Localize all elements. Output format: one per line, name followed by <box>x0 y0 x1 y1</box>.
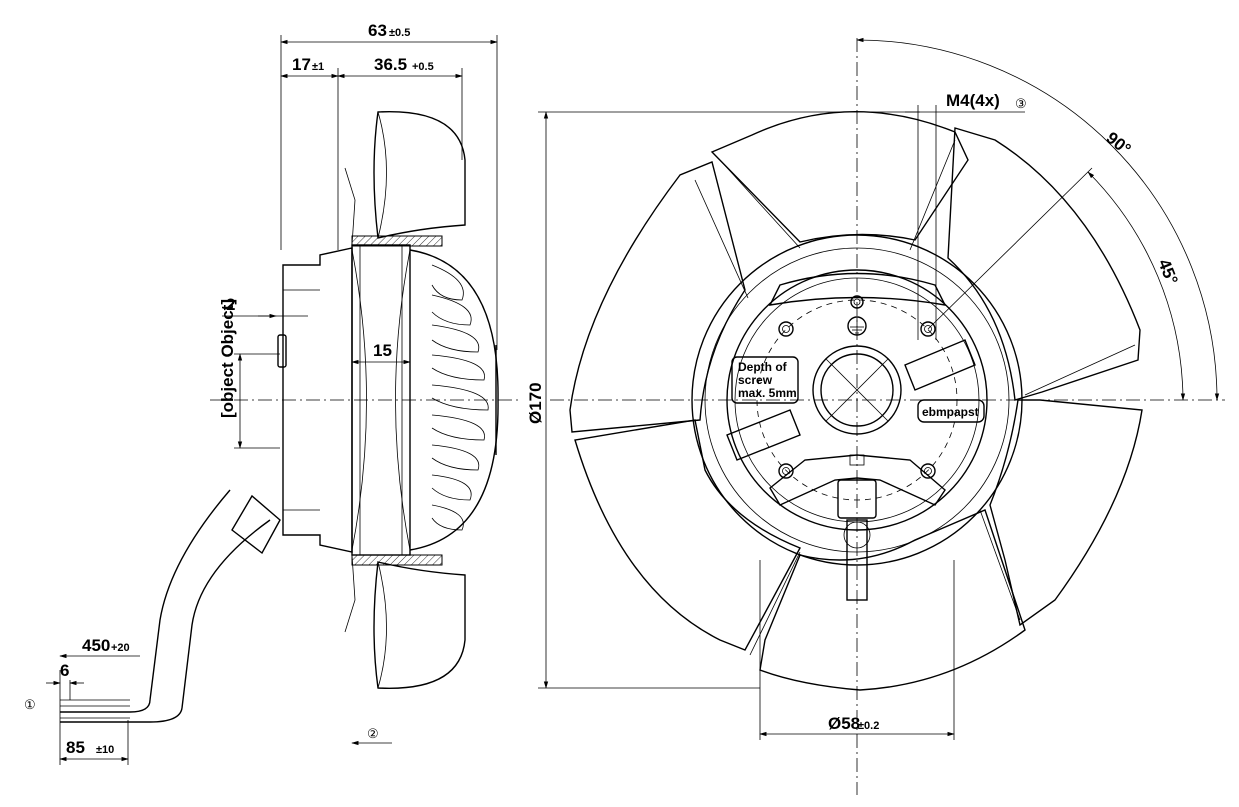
dim-angle-45: 45° <box>1154 256 1181 287</box>
blade-bottom <box>373 561 466 689</box>
dim-angle-90: 90° <box>1103 128 1135 159</box>
callout-1: ① <box>24 697 36 712</box>
dim-lead-length-tol: ±10 <box>96 744 114 756</box>
cable-gland <box>231 494 281 555</box>
dim-rim-width: 15 <box>373 341 392 360</box>
depth-note-line-3: max. 5mm <box>738 386 797 400</box>
dim-flange-depth: 17 <box>292 55 311 74</box>
dim-step: 2 <box>226 295 235 314</box>
cable-exit <box>846 519 868 601</box>
blades <box>569 111 1143 691</box>
side-dimensions: 63 ±0.5 17 ±1 36.5 +0.5 15 2 [object Obj… <box>24 21 498 765</box>
dim-impeller-depth: 36.5 <box>374 55 407 74</box>
front-dimensions: Ø170 Ø58 ±0.2 90° 45° M4(4x) ③ <box>526 37 1220 740</box>
dim-shaft-dia: [object Object] <box>218 299 237 418</box>
dim-flange-depth-tol: ±1 <box>312 61 324 73</box>
depth-note-line-2: screw <box>738 373 773 387</box>
logo-text: ebmpapst <box>922 405 979 419</box>
dim-strip-length: 6 <box>60 661 69 680</box>
dim-overall-depth: 63 <box>368 21 387 40</box>
dim-lead-length: 85 <box>66 738 85 757</box>
depth-note-box <box>731 356 799 404</box>
blade-top <box>373 111 466 239</box>
side-view <box>60 111 520 723</box>
vent-slot-right <box>904 339 976 391</box>
callout-3: ③ <box>1015 96 1027 111</box>
screw-label: M4(4x) <box>946 91 1000 110</box>
dim-hub-dia-tol: ±0.2 <box>858 720 879 732</box>
dim-impeller-depth-tol: +0.5 <box>412 61 434 73</box>
dim-outer-dia: Ø170 <box>526 382 545 424</box>
dim-hub-dia: Ø58 <box>828 714 860 733</box>
cable <box>149 489 231 701</box>
dim-cable-length-tol: +20 <box>111 642 130 654</box>
shaft-stub <box>277 334 287 368</box>
dim-cable-length: 450 <box>82 636 110 655</box>
dim-overall-depth-tol: ±0.5 <box>389 27 410 39</box>
callout-2: ② <box>367 726 379 741</box>
depth-note-line-1: Depth of <box>738 360 788 374</box>
vent-slot-left <box>726 409 801 461</box>
